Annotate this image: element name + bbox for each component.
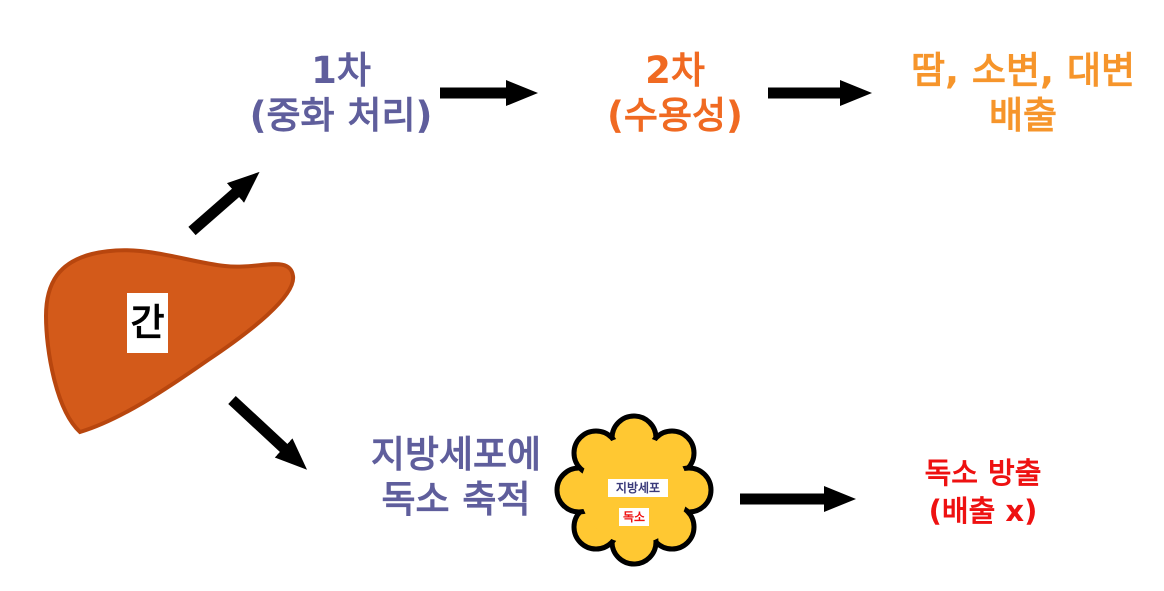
fat-cell-label: 지방세포 <box>608 479 668 497</box>
primary-processing-label: 1차 (중화 처리) <box>218 48 464 138</box>
primary-line1: 1차 <box>311 49 371 92</box>
arrow-liver-to-fat <box>228 395 308 470</box>
secondary-line2: (수용성) <box>607 94 743 138</box>
excretion-line2: 배출 <box>988 94 1058 138</box>
liver-label: 간 <box>127 293 168 353</box>
secondary-line1: 2차 <box>645 49 705 92</box>
fat-line2: 독소 축적 <box>381 478 531 522</box>
fat-line1: 지방세포에 <box>370 433 542 476</box>
release-line1: 독소 방출 <box>924 456 1042 490</box>
release-line2: (배출 x) <box>928 493 1038 528</box>
arrow-liver-to-primary <box>188 171 260 236</box>
fat-storage-label: 지방세포에 독소 축적 <box>340 432 572 522</box>
secondary-processing-label: 2차 (수용성) <box>585 48 765 138</box>
primary-line2: (중화 처리) <box>249 94 433 138</box>
excretion-line1: 땀, 소변, 대변 <box>910 49 1136 92</box>
fat-cell-toxin-label: 독소 <box>619 508 649 526</box>
toxin-release-label: 독소 방출 (배출 x) <box>872 455 1094 530</box>
excretion-label: 땀, 소변, 대변 배출 <box>880 48 1164 138</box>
liver-shape <box>43 248 296 435</box>
